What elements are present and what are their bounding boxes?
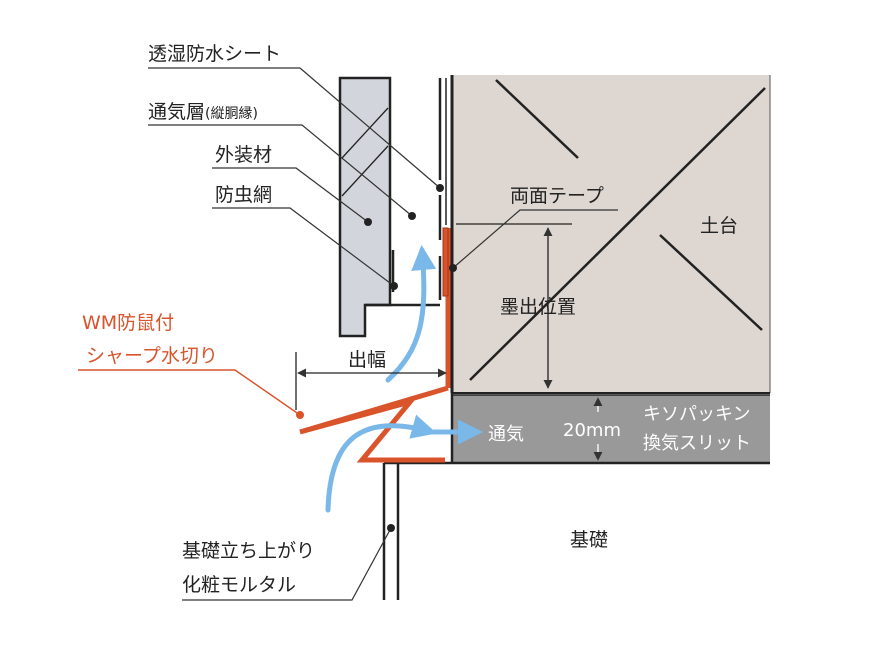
base-packing	[452, 395, 770, 463]
label-air-layer: 通気層(縦胴縁)	[148, 101, 258, 123]
label-ink-position: 墨出位置	[500, 296, 576, 318]
label-product-line1: WM防鼠付	[82, 312, 174, 334]
label-overhang: 出幅	[348, 349, 386, 371]
label-mortar-line1: 基礎立ち上がり	[182, 540, 315, 562]
label-mortar-line2: 化粧モルタル	[182, 574, 296, 596]
label-insect-net: 防虫網	[215, 184, 272, 206]
sill-block	[452, 75, 770, 393]
overhang-dimension	[295, 352, 447, 410]
label-product-line2: シャープ水切り	[86, 345, 218, 367]
label-sill: 土台	[700, 215, 738, 237]
foundation-wall	[382, 463, 400, 600]
label-foundation: 基礎	[570, 529, 608, 551]
label-exterior: 外装材	[215, 144, 272, 166]
label-packing-line1: キソパッキン	[643, 404, 750, 425]
label-air-layer-main: 通気層	[148, 101, 205, 123]
label-gap: 20mm	[563, 420, 621, 441]
label-packing-line2: 換気スリット	[643, 433, 751, 454]
label-double-tape: 両面テープ	[510, 185, 604, 207]
ink-position-dimension	[456, 223, 572, 389]
leader-dots	[296, 184, 457, 532]
label-ventilation: 通気	[488, 424, 524, 445]
double-tape	[442, 227, 449, 297]
label-air-layer-note: (縦胴縁)	[205, 106, 258, 122]
leader-lines	[78, 67, 618, 601]
panel-texture	[341, 107, 389, 197]
label-moisture-sheet: 透湿防水シート	[148, 43, 281, 65]
sill-cross-mark	[469, 79, 766, 381]
